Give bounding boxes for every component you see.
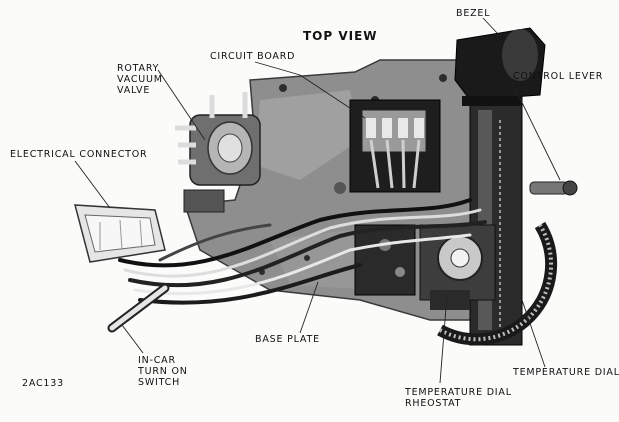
label-temperature-dial-rheostat: TEMPERATURE DIAL RHEOSTAT: [405, 387, 512, 409]
diagram-title: TOP VIEW: [303, 29, 378, 43]
label-control-lever: CONTROL LEVER: [513, 71, 604, 82]
label-electrical-connector: ELECTRICAL CONNECTOR: [10, 149, 148, 160]
side-bracket: [469, 94, 523, 346]
label-temperature-dial: TEMPERATURE DIAL: [513, 367, 619, 378]
temperature-dial: [437, 221, 558, 346]
bezel: [454, 27, 546, 106]
circuit-board: [349, 99, 441, 193]
rotary-vacuum-valve: [175, 92, 261, 213]
label-in-car-turn-on-switch: IN-CAR TURN ON SWITCH: [138, 355, 188, 388]
in-car-turn-on-switch: [107, 283, 170, 333]
control-lever: [529, 180, 578, 196]
label-bezel: BEZEL: [456, 8, 491, 19]
label-base-plate: BASE PLATE: [255, 334, 320, 345]
leader-lines: [74, 17, 561, 384]
label-circuit-board: CIRCUIT BOARD: [210, 51, 296, 62]
figure-id: 2AC133: [22, 378, 64, 389]
wiring-harness: [118, 198, 487, 305]
electrical-connector: [74, 204, 166, 263]
label-rotary-vacuum-valve: ROTARY VACUUM VALVE: [117, 63, 163, 96]
